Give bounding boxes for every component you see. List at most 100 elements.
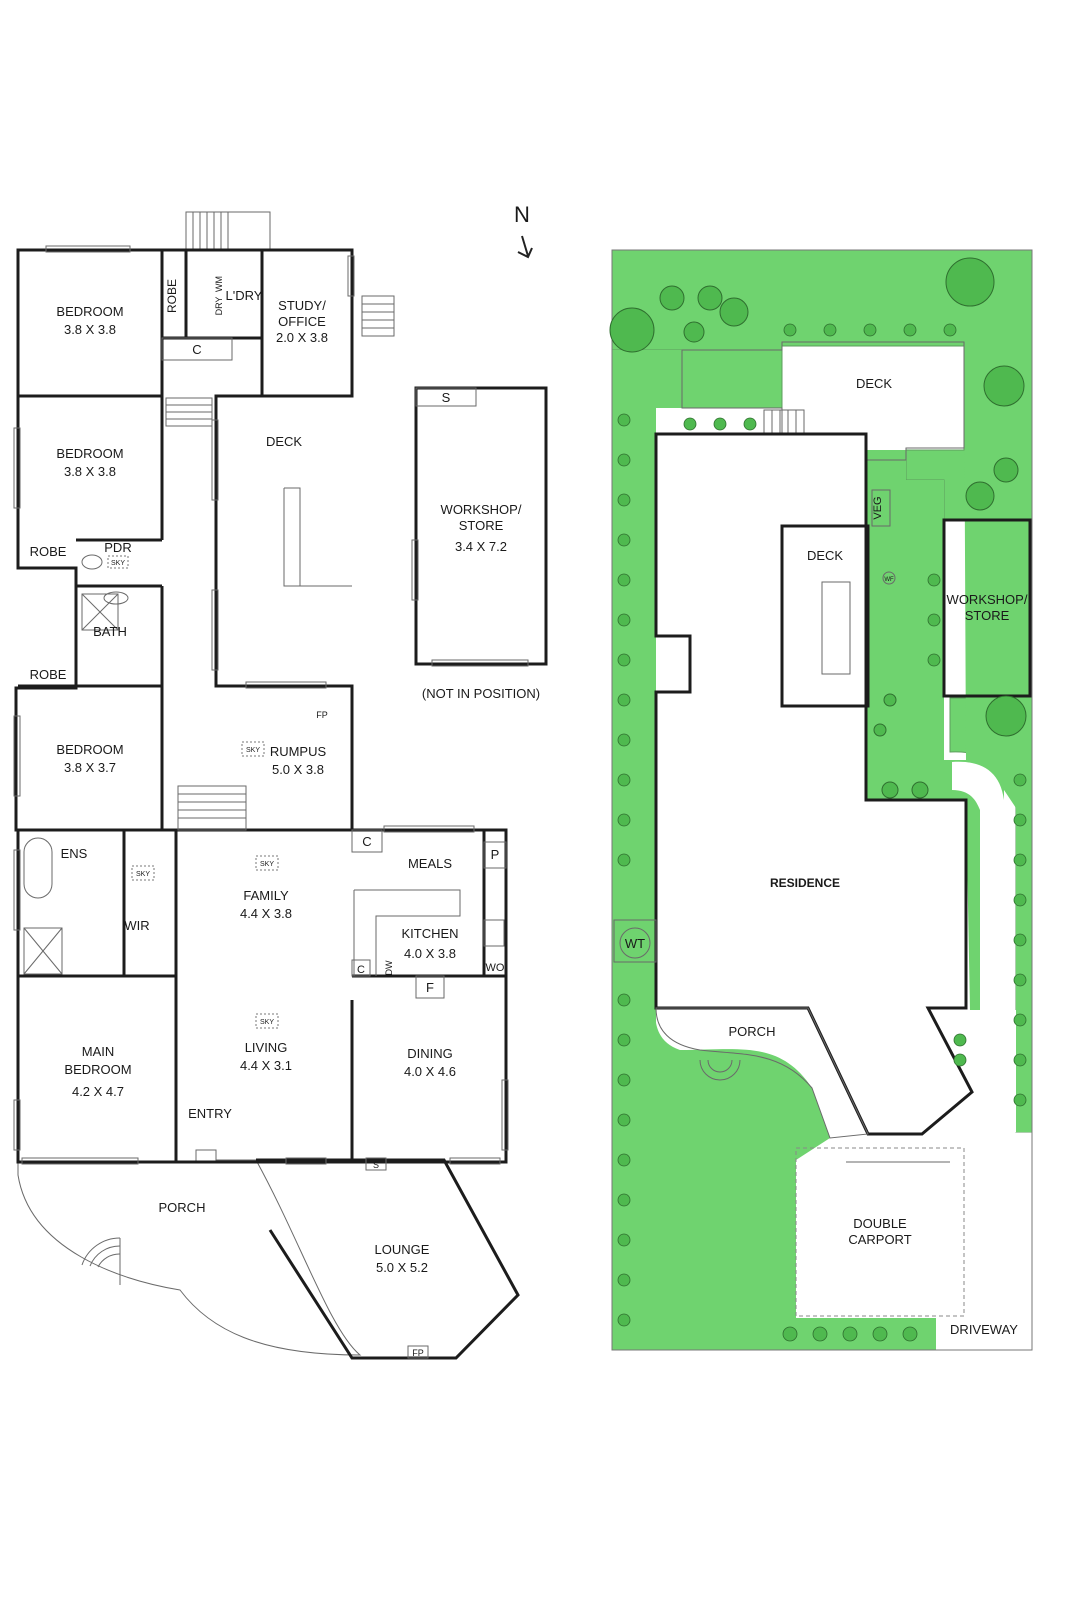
bath-shower-icon	[81, 593, 119, 631]
bathtub-icon	[23, 837, 53, 899]
study-steps	[361, 295, 395, 337]
carport-label: DOUBLE	[853, 1216, 907, 1231]
deck-label: DECK	[807, 548, 843, 563]
site-boundary	[611, 249, 1033, 1351]
floor-plan: BEDROOM 3.8 X 3.8 BEDROOM 3.8 X 3.8 BEDR…	[13, 211, 548, 1360]
windows	[13, 245, 509, 1165]
water-tank-icon	[619, 927, 651, 959]
skylight-label: SKY	[260, 861, 274, 868]
shrub-icons	[617, 323, 1027, 1342]
deck-label: DECK	[266, 434, 302, 449]
skylight-label: SKY	[260, 1019, 274, 1026]
rear-deck	[681, 341, 965, 461]
room-name: STORE	[459, 518, 504, 533]
north-label: N	[514, 202, 530, 227]
not-in-position-note: (NOT IN POSITION)	[422, 686, 540, 701]
room-size: 2.0 X 3.8	[276, 330, 328, 345]
porch-outline	[17, 1149, 362, 1356]
porch-steps	[81, 1237, 121, 1285]
fireplace-label: FP	[316, 710, 328, 720]
shelf-label: S	[373, 1160, 379, 1170]
cupboard-label: C	[192, 342, 201, 357]
room-name: LIVING	[245, 1040, 288, 1055]
room-name: RUMPUS	[270, 744, 327, 759]
workshop-label: STORE	[965, 608, 1010, 623]
rear-steps	[185, 211, 271, 251]
porch-label: PORCH	[159, 1200, 206, 1215]
room-name: BEDROOM	[64, 1062, 131, 1077]
tree-icons	[609, 257, 1027, 799]
skylight-label: SKY	[111, 560, 125, 567]
deck-steps	[763, 409, 805, 435]
cooktop-icon	[483, 919, 505, 947]
powder-room-label: PDR	[104, 540, 131, 555]
carport-outline	[795, 1147, 965, 1317]
room-name: OFFICE	[278, 314, 326, 329]
north-arrow-icon	[517, 235, 533, 259]
residence-label: RESIDENCE	[770, 876, 840, 890]
skylight-label: SKY	[246, 747, 260, 754]
driveway-label: DRIVEWAY	[950, 1322, 1018, 1337]
room-size: 3.8 X 3.7	[64, 760, 116, 775]
shelf-label: S	[442, 390, 451, 405]
veg-label: VEG	[872, 496, 884, 519]
room-name: BEDROOM	[56, 742, 123, 757]
room-name: STUDY/	[278, 298, 326, 313]
porch-label: PORCH	[729, 1024, 776, 1039]
front-porch	[655, 1007, 869, 1139]
laundry-label: L'DRY	[226, 288, 263, 303]
pantry-label: P	[491, 847, 500, 862]
water-tank-label: WT	[625, 936, 645, 951]
residence-building	[654, 432, 974, 1136]
toilet-icon	[81, 554, 103, 570]
walk-in-robe-label: WIR	[124, 918, 149, 933]
deck-label: DECK	[856, 376, 892, 391]
room-name: DINING	[407, 1046, 453, 1061]
site-plan: DECK DECK RESIDENCE VEG WF WORKSHOP/ STO…	[609, 249, 1033, 1351]
room-size: 4.0 X 3.8	[404, 946, 456, 961]
room-size: 4.0 X 4.6	[404, 1064, 456, 1079]
room-name: BEDROOM	[56, 304, 123, 319]
robe-label: ROBE	[30, 544, 67, 559]
robe-label: ROBE	[30, 667, 67, 682]
shower-icon	[23, 927, 63, 975]
cupboard-label: C	[357, 964, 365, 976]
room-name: BEDROOM	[56, 446, 123, 461]
skylight-pdr	[107, 555, 129, 569]
lounge-bay-wall	[256, 1158, 520, 1360]
room-size: 4.4 X 3.1	[240, 1058, 292, 1073]
meals-label: MEALS	[408, 856, 452, 871]
north-compass: N	[514, 202, 533, 259]
room-size: 4.2 X 4.7	[72, 1084, 124, 1099]
room-size: 3.8 X 3.8	[64, 464, 116, 479]
fireplace-label: FP	[412, 1348, 424, 1358]
workshop-building	[942, 518, 1032, 698]
skylight-label: SKY	[136, 871, 150, 878]
skylight-family	[255, 855, 279, 871]
hall-steps	[165, 397, 213, 427]
rumpus-stairs	[177, 785, 247, 831]
deck-step	[284, 487, 352, 587]
inner-deck	[780, 524, 870, 708]
entry-label: ENTRY	[188, 1106, 232, 1121]
workshop-label: WORKSHOP/	[947, 592, 1028, 607]
porch-steps	[699, 1059, 741, 1081]
skylight-living	[255, 1013, 279, 1029]
skylight-rumpus	[241, 741, 265, 757]
dishwasher-label: DW	[384, 960, 394, 975]
veg-bed	[871, 489, 891, 527]
room-size: 5.0 X 3.8	[272, 762, 324, 777]
room-size: 3.4 X 7.2	[455, 539, 507, 554]
carport-label: CARPORT	[848, 1232, 911, 1247]
water-feature-label: WF	[884, 577, 894, 583]
cupboard-label: C	[362, 834, 371, 849]
skylight-ens	[131, 865, 155, 881]
washing-machine-label: WM	[214, 276, 224, 292]
room-name: WORKSHOP/	[441, 502, 522, 517]
room-name: MAIN	[82, 1044, 115, 1059]
bath-label: BATH	[93, 624, 127, 639]
room-name: KITCHEN	[401, 926, 458, 941]
kitchen-bench	[353, 889, 461, 976]
water-feature-icon	[882, 571, 896, 585]
